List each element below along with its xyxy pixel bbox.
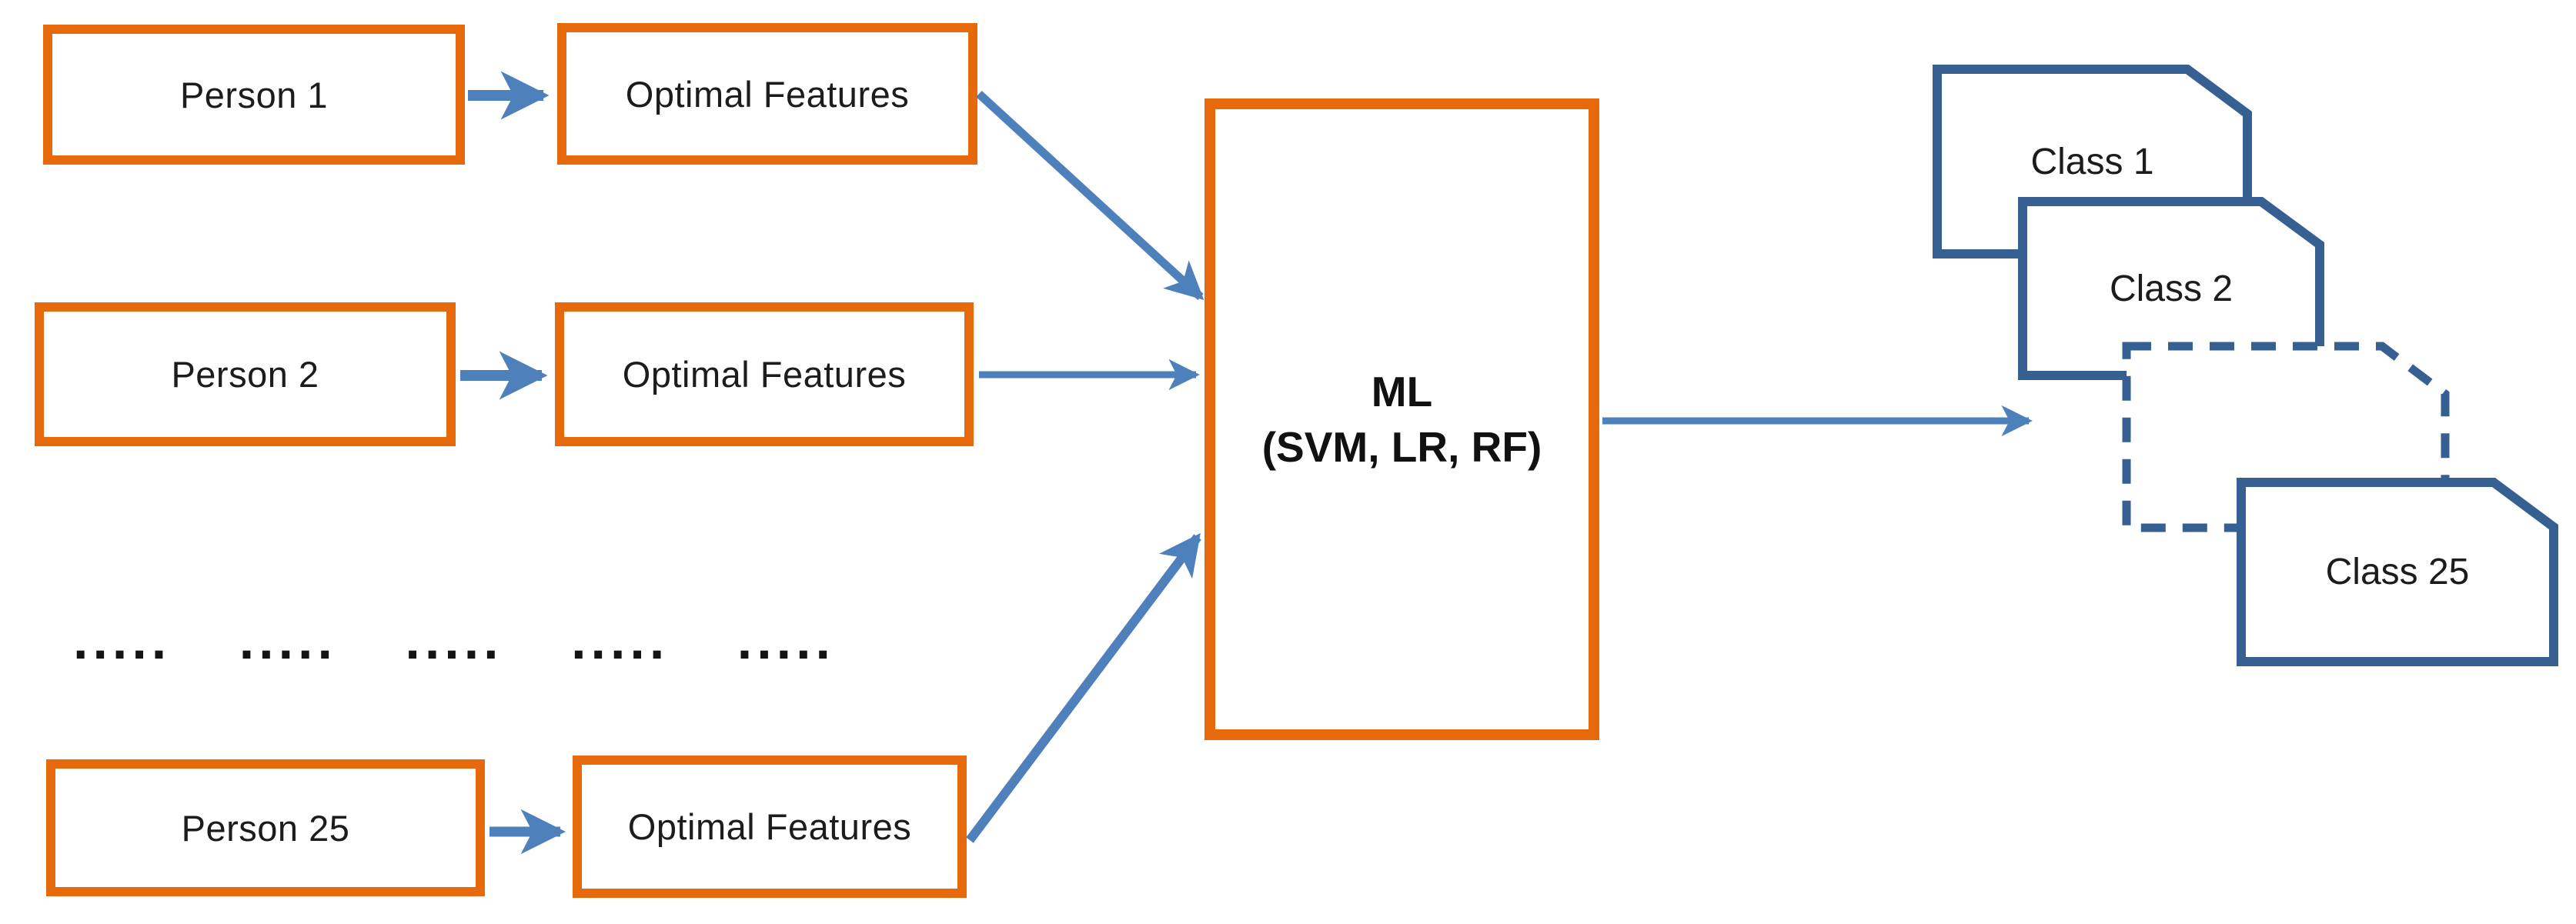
- optimal-features-25-label: Optimal Features: [627, 806, 912, 847]
- ellipsis-group: .....: [737, 610, 835, 670]
- class-2-shape: [2018, 197, 2324, 380]
- ml-label-line2: (SVM, LR, RF): [1261, 423, 1542, 471]
- features1-to-ml-arrow: [976, 90, 1204, 301]
- class-1-label-wrap: Class 1: [1937, 69, 2247, 254]
- features25-to-ml-arrow: [966, 532, 1201, 843]
- class-1-label: Class 1: [2030, 141, 2154, 182]
- ml-classifier-label: ML (SVM, LR, RF): [1262, 364, 1542, 475]
- ellipsis-group: .....: [405, 610, 503, 670]
- person-25-box: Person 25: [46, 759, 485, 896]
- person-25-label: Person 25: [181, 807, 350, 849]
- ellipsis-group: .....: [571, 610, 670, 670]
- person-1-label: Person 1: [179, 74, 329, 115]
- class-2-label: Class 2: [2109, 268, 2234, 309]
- ellipsis-group: .....: [73, 610, 172, 670]
- class-25-label-wrap: Class 25: [2241, 482, 2554, 662]
- person-2-box: Person 2: [35, 302, 456, 446]
- ml-label-line1: ML: [1371, 368, 1433, 415]
- ml-classifier-box: ML (SVM, LR, RF): [1204, 98, 1599, 740]
- class-25-shape: [2237, 478, 2558, 666]
- optimal-features-1-label: Optimal Features: [625, 73, 910, 115]
- optimal-features-25-box: Optimal Features: [573, 756, 967, 898]
- optimal-features-1-box: Optimal Features: [557, 23, 977, 165]
- person-2-label: Person 2: [171, 354, 319, 395]
- class-25-label: Class 25: [2325, 552, 2470, 592]
- optimal-features-2-label: Optimal Features: [622, 354, 907, 395]
- class-2-label-wrap: Class 2: [2023, 202, 2320, 375]
- optimal-features-2-box: Optimal Features: [555, 302, 974, 446]
- ellipsis-group: .....: [239, 610, 337, 670]
- person-1-box: Person 1: [43, 25, 465, 165]
- ellipsis-row: ..... ..... ..... ..... .....: [73, 609, 835, 670]
